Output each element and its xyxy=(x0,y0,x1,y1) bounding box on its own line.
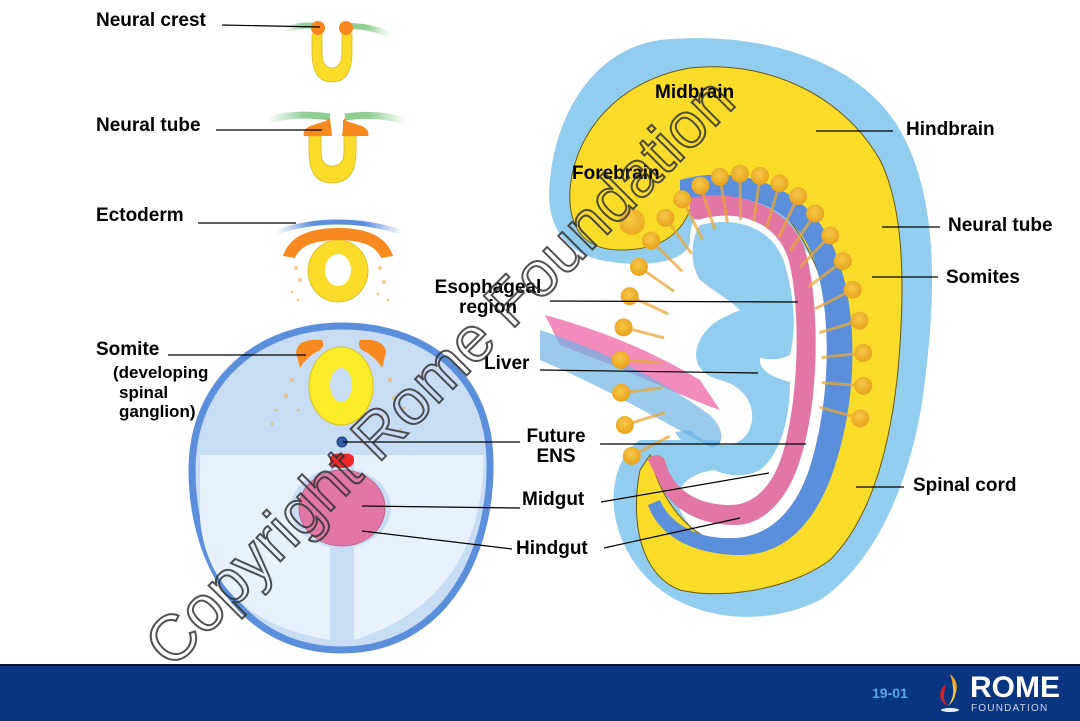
aorta xyxy=(330,453,354,468)
somite xyxy=(611,350,630,369)
somite xyxy=(854,343,873,362)
neural-canal xyxy=(330,368,352,402)
somite xyxy=(615,416,634,435)
label-hindgut: Hindgut xyxy=(516,538,588,559)
somite xyxy=(851,409,870,428)
diagram-svg xyxy=(168,21,940,654)
label-somite-note-2: spinal xyxy=(119,383,169,402)
ectoderm-right xyxy=(349,23,392,37)
label-hindbrain: Hindbrain xyxy=(906,119,995,140)
somite xyxy=(691,176,710,195)
ectoderm-left xyxy=(267,111,331,124)
somite xyxy=(656,208,675,227)
label-neural-tube: Neural tube xyxy=(96,115,201,136)
label-future-line1: Future xyxy=(526,426,586,447)
leader-esophageal xyxy=(549,300,799,303)
somite xyxy=(710,167,729,186)
label-somite-note-3: ganglion) xyxy=(119,402,196,421)
dorsal-mesentery xyxy=(336,548,348,642)
neural-plate xyxy=(311,33,353,83)
neural-tube-forming xyxy=(308,135,357,184)
logo-subtitle: FOUNDATION xyxy=(971,703,1049,714)
ectoderm-layer xyxy=(275,219,403,235)
neural-crest-band xyxy=(283,228,393,258)
leader-liver xyxy=(539,369,759,374)
label-somite: Somite xyxy=(96,339,160,360)
label-ectoderm: Ectoderm xyxy=(96,205,184,226)
label-neural-tube-right: Neural tube xyxy=(948,215,1053,236)
label-liver: Liver xyxy=(484,353,530,374)
somite-right xyxy=(358,339,386,368)
somite xyxy=(843,280,862,299)
neural-crest-left xyxy=(311,21,325,35)
gut-endoderm xyxy=(648,195,816,525)
somite xyxy=(612,383,631,402)
esophagus-stalk xyxy=(545,315,720,410)
somite xyxy=(821,226,840,245)
somite xyxy=(789,187,808,206)
embryo-side-view xyxy=(540,38,933,617)
neural-tube-stage xyxy=(267,111,408,184)
label-esophageal-line2: region xyxy=(458,297,518,318)
label-future-line2: ENS xyxy=(536,446,576,467)
logo-wordmark: ROME xyxy=(970,671,1060,704)
mesenchyme-dots xyxy=(290,266,390,302)
eye-placode xyxy=(619,209,645,235)
diagram-stage: Neural crest Neural tube Ectoderm Somite… xyxy=(96,10,1053,682)
neural-crest-stage xyxy=(283,21,392,83)
somite xyxy=(833,252,852,271)
somite xyxy=(750,166,769,185)
somite xyxy=(770,174,789,193)
somite xyxy=(641,231,660,250)
leader-hindgut-right xyxy=(603,517,741,549)
leader-midgut-left xyxy=(361,505,521,509)
somite xyxy=(806,204,825,223)
leader-neural-crest xyxy=(221,24,321,28)
slide-number: 19-01 xyxy=(872,685,908,701)
ectoderm-stage xyxy=(275,219,403,303)
label-future-ens: Future ENS xyxy=(520,427,592,467)
gut-tube xyxy=(298,469,386,547)
somite xyxy=(629,257,648,276)
label-midgut: Midgut xyxy=(522,489,585,510)
footer-bar: 19-01 ROME FOUNDATION xyxy=(0,664,1080,721)
ectoderm-right xyxy=(344,111,408,126)
label-forebrain: Forebrain xyxy=(572,163,660,184)
label-somites: Somites xyxy=(946,267,1020,288)
rome-foundation-logo: ROME FOUNDATION xyxy=(936,672,1066,716)
leader-midgut-right xyxy=(600,472,770,503)
somite xyxy=(620,287,639,306)
somite xyxy=(622,446,641,465)
foregut-wall xyxy=(540,330,722,448)
label-spinal-cord: Spinal cord xyxy=(913,475,1017,496)
somite xyxy=(730,164,749,183)
somite xyxy=(850,311,869,330)
somite-left xyxy=(296,339,324,368)
neural-canal xyxy=(325,254,351,286)
flame-icon xyxy=(940,674,959,712)
label-somite-note-1: (developing xyxy=(113,363,209,382)
somite xyxy=(854,376,873,395)
label-midbrain: Midbrain xyxy=(655,82,735,103)
label-esophageal-line1: Esophageal xyxy=(434,277,542,298)
leader-hindgut-left xyxy=(361,530,513,550)
label-esophageal-region: Esophageal region xyxy=(428,278,548,318)
mesenchyme-dots xyxy=(270,378,406,432)
somite xyxy=(673,190,692,209)
gut-lumen xyxy=(675,221,794,476)
leader-lines xyxy=(168,24,940,550)
ens-layer xyxy=(648,174,853,556)
neural-crest-right xyxy=(339,21,353,35)
somite xyxy=(614,318,633,337)
embryo-cross-section xyxy=(188,322,494,654)
somite-chain xyxy=(611,164,873,465)
label-neural-crest: Neural crest xyxy=(96,10,206,31)
